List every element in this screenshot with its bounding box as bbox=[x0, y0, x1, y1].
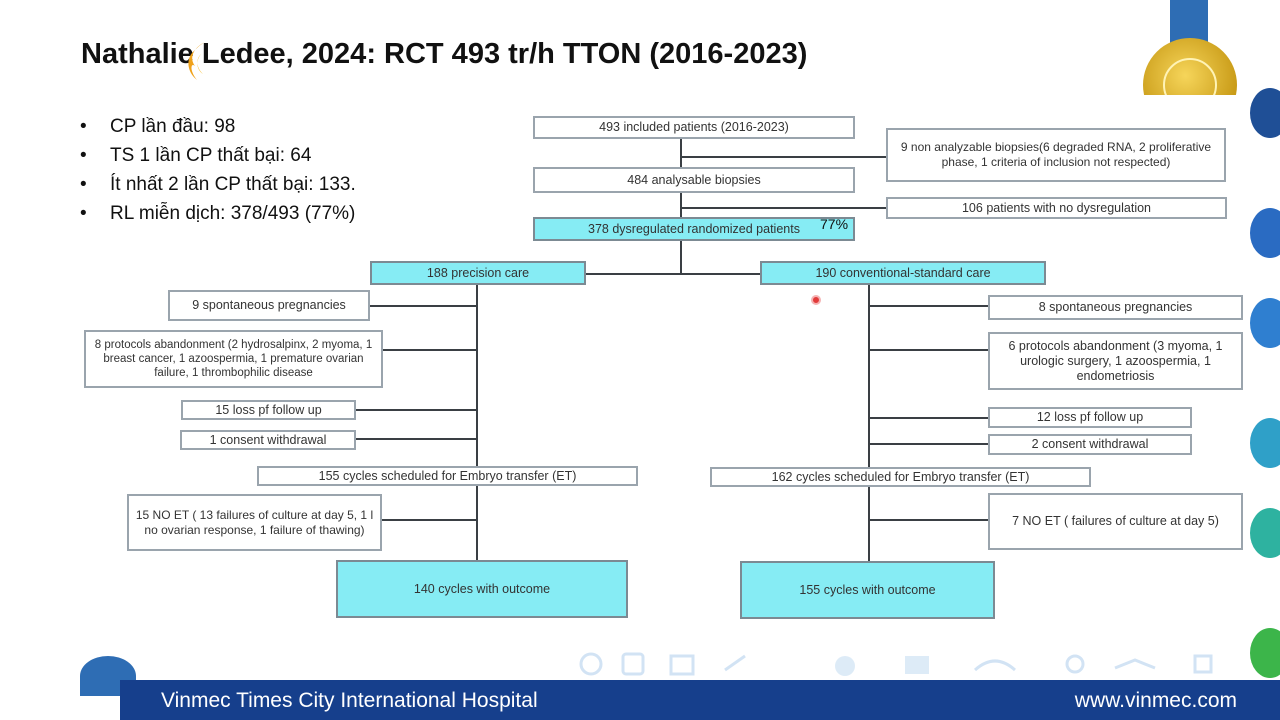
box-left-outcome: 140 cycles with outcome bbox=[336, 560, 628, 618]
connector-line bbox=[356, 438, 477, 440]
connector-line bbox=[680, 138, 682, 274]
side-circle-icon bbox=[1250, 508, 1280, 558]
slide-title: Nathalie Ledee, 2024: RCT 493 tr/h TTON … bbox=[81, 38, 808, 70]
box-right-abandonment: 6 protocols abandonment (3 myoma, 1 urol… bbox=[988, 332, 1243, 390]
side-circle-icon bbox=[1250, 418, 1280, 468]
bullet-item: •RL miễn dịch: 378/493 (77%) bbox=[80, 203, 356, 224]
decorative-icons-strip bbox=[579, 652, 1213, 676]
box-analysable: 484 analysable biopsies bbox=[533, 167, 855, 193]
box-precision-care: 188 precision care bbox=[370, 261, 586, 285]
box-right-outcome: 155 cycles with outcome bbox=[740, 561, 995, 619]
connector-line bbox=[381, 519, 477, 521]
box-left-consent: 1 consent withdrawal bbox=[180, 430, 356, 450]
dysregulated-percent: 77% bbox=[820, 216, 849, 232]
connector-line bbox=[868, 519, 989, 521]
box-no-dysregulation: 106 patients with no dysregulation bbox=[886, 197, 1227, 219]
box-right-loss: 12 loss pf follow up bbox=[988, 407, 1192, 428]
connector-line bbox=[868, 417, 989, 419]
connector-line bbox=[868, 284, 870, 562]
connector-line bbox=[383, 349, 477, 351]
box-right-no-et: 7 NO ET ( failures of culture at day 5) bbox=[988, 493, 1243, 550]
box-non-analyzable: 9 non analyzable biopsies(6 degraded RNA… bbox=[886, 128, 1226, 182]
footer-bar: Vinmec Times City International Hospital… bbox=[120, 680, 1280, 720]
connector-line bbox=[586, 273, 762, 275]
connector-line bbox=[868, 305, 989, 307]
side-circle-icon bbox=[1250, 298, 1280, 348]
side-circle-icon bbox=[1250, 628, 1280, 678]
box-right-scheduled: 162 cycles scheduled for Embryo transfer… bbox=[710, 467, 1091, 487]
flame-logo-icon bbox=[188, 42, 205, 80]
side-circle-icon bbox=[1250, 208, 1280, 258]
box-left-scheduled: 155 cycles scheduled for Embryo transfer… bbox=[257, 466, 638, 486]
pointer-dot bbox=[811, 295, 821, 305]
connector-line bbox=[680, 156, 886, 158]
box-right-spontaneous: 8 spontaneous pregnancies bbox=[988, 295, 1243, 320]
connector-line bbox=[868, 349, 989, 351]
connector-line bbox=[868, 443, 989, 445]
bullet-item: •TS 1 lần CP thất bại: 64 bbox=[80, 145, 312, 166]
connector-line bbox=[356, 409, 477, 411]
footer-hospital-name: Vinmec Times City International Hospital bbox=[161, 689, 538, 712]
connector-line bbox=[680, 207, 886, 209]
bullet-list: •CP lần đầu: 98 •TS 1 lần CP thất bại: 6… bbox=[80, 112, 356, 228]
bullet-item: •CP lần đầu: 98 bbox=[80, 116, 236, 137]
box-included: 493 included patients (2016-2023) bbox=[533, 116, 855, 139]
side-circle-icon bbox=[1250, 88, 1280, 138]
connector-line bbox=[476, 284, 478, 562]
box-left-no-et: 15 NO ET ( 13 failures of culture at day… bbox=[127, 494, 382, 551]
box-dysregulated: 378 dysregulated randomized patients bbox=[533, 217, 855, 241]
bullet-item: •Ít nhất 2 lần CP thất bại: 133. bbox=[80, 174, 356, 195]
box-left-abandonment: 8 protocols abandonment (2 hydrosalpinx,… bbox=[84, 330, 383, 388]
box-left-loss: 15 loss pf follow up bbox=[181, 400, 356, 420]
box-conventional-care: 190 conventional-standard care bbox=[760, 261, 1046, 285]
footer-website-link[interactable]: www.vinmec.com bbox=[1074, 689, 1237, 712]
box-right-consent: 2 consent withdrawal bbox=[988, 434, 1192, 455]
box-left-spontaneous: 9 spontaneous pregnancies bbox=[168, 290, 370, 321]
connector-line bbox=[370, 305, 477, 307]
